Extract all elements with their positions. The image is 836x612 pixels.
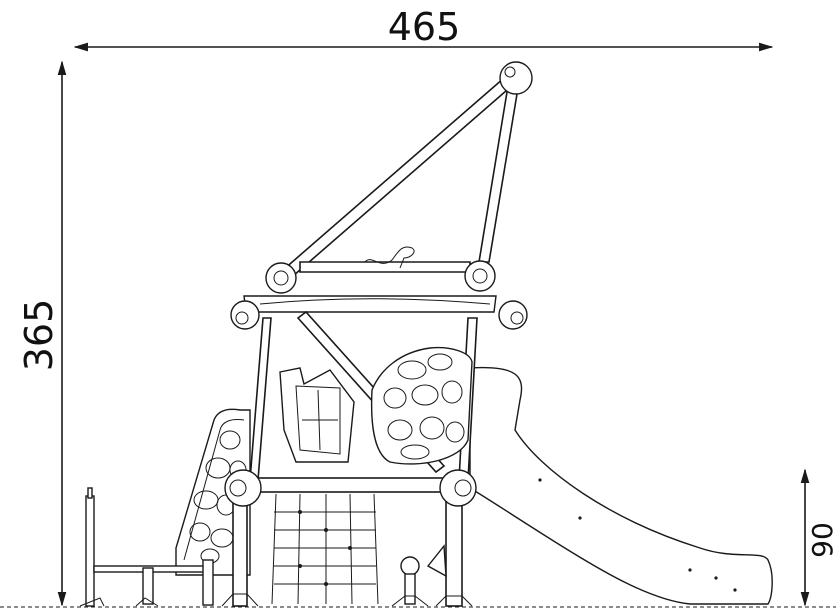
width-dimension-label: 465 (388, 5, 461, 49)
width-dimension: 465 (73, 5, 774, 52)
platform-height-dimension-label: 90 (806, 522, 836, 558)
slide (469, 366, 773, 605)
height-dimension: 365 (17, 60, 67, 607)
balance-beam (79, 487, 214, 607)
height-dimension-label: 365 (17, 299, 61, 372)
rock-panel (370, 346, 473, 465)
rope-net (271, 493, 379, 605)
main-frame (224, 61, 533, 607)
stump-seat (391, 556, 429, 607)
panel-left (279, 367, 355, 463)
platform-height-dimension: 90 (800, 468, 836, 607)
post-feet (221, 544, 473, 607)
